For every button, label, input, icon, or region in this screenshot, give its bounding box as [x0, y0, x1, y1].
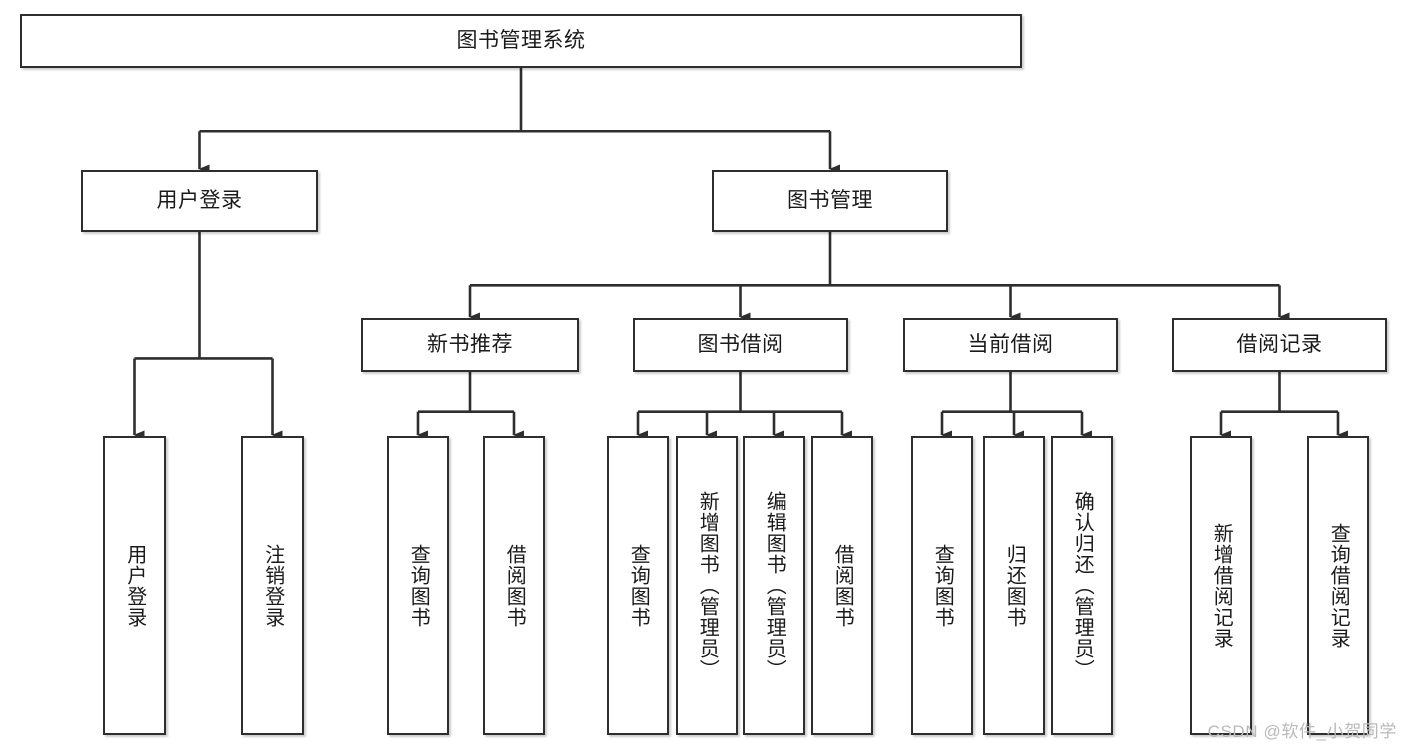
- node-label: 查询图书: [931, 543, 954, 628]
- node-label: 新增图书（管理员）: [696, 491, 719, 680]
- node-label: 借阅图书: [831, 543, 854, 628]
- node-label: 借阅图书: [503, 543, 526, 628]
- node-leaf-query-book-3[interactable]: 查询图书: [911, 436, 973, 735]
- node-leaf-query-book-2[interactable]: 查询图书: [607, 436, 669, 735]
- node-label: 图书管理系统: [456, 28, 586, 52]
- node-current-borrow[interactable]: 当前借阅: [903, 318, 1118, 372]
- node-label: 当前借阅: [967, 332, 1054, 356]
- node-leaf-borrow-book-1[interactable]: 借阅图书: [483, 436, 545, 735]
- edges: [133, 68, 1348, 440]
- node-label: 借阅记录: [1236, 332, 1323, 356]
- node-leaf-query-record[interactable]: 查询借阅记录: [1307, 436, 1369, 735]
- node-book-manage[interactable]: 图书管理: [712, 170, 948, 232]
- node-root-system[interactable]: 图书管理系统: [20, 14, 1022, 68]
- node-label: 注销登录: [261, 543, 284, 628]
- node-leaf-user-login[interactable]: 用户登录: [103, 436, 166, 735]
- node-label: 编辑图书（管理员）: [763, 491, 786, 680]
- node-borrow-record[interactable]: 借阅记录: [1172, 318, 1387, 372]
- node-label: 图书管理: [787, 188, 873, 212]
- node-leaf-confirm-return[interactable]: 确认归还（管理员）: [1051, 436, 1113, 735]
- node-label: 用户登录: [156, 188, 243, 212]
- node-leaf-add-book[interactable]: 新增图书（管理员）: [676, 436, 738, 735]
- node-book-borrow[interactable]: 图书借阅: [633, 318, 848, 372]
- node-leaf-query-book-1[interactable]: 查询图书: [387, 436, 449, 735]
- node-user-login[interactable]: 用户登录: [81, 170, 318, 232]
- node-label: 查询借阅记录: [1327, 522, 1350, 649]
- node-label: 确认归还（管理员）: [1071, 491, 1094, 680]
- node-leaf-edit-book[interactable]: 编辑图书（管理员）: [743, 436, 805, 735]
- node-label: 查询图书: [407, 543, 430, 628]
- node-label: 归还图书: [1003, 543, 1026, 628]
- node-label: 新增借阅记录: [1210, 522, 1233, 649]
- node-leaf-borrow-book-2[interactable]: 借阅图书: [811, 436, 873, 735]
- node-label: 查询图书: [627, 543, 650, 628]
- watermark-label: CSDN @软件_小贺同学: [1207, 722, 1397, 741]
- node-leaf-return-book[interactable]: 归还图书: [983, 436, 1045, 735]
- node-label: 新书推荐: [427, 332, 513, 356]
- node-leaf-add-record[interactable]: 新增借阅记录: [1190, 436, 1252, 735]
- node-label: 用户登录: [123, 543, 146, 628]
- node-leaf-user-logout[interactable]: 注销登录: [241, 436, 304, 735]
- node-new-book-rec[interactable]: 新书推荐: [361, 318, 579, 372]
- node-label: 图书借阅: [697, 332, 784, 356]
